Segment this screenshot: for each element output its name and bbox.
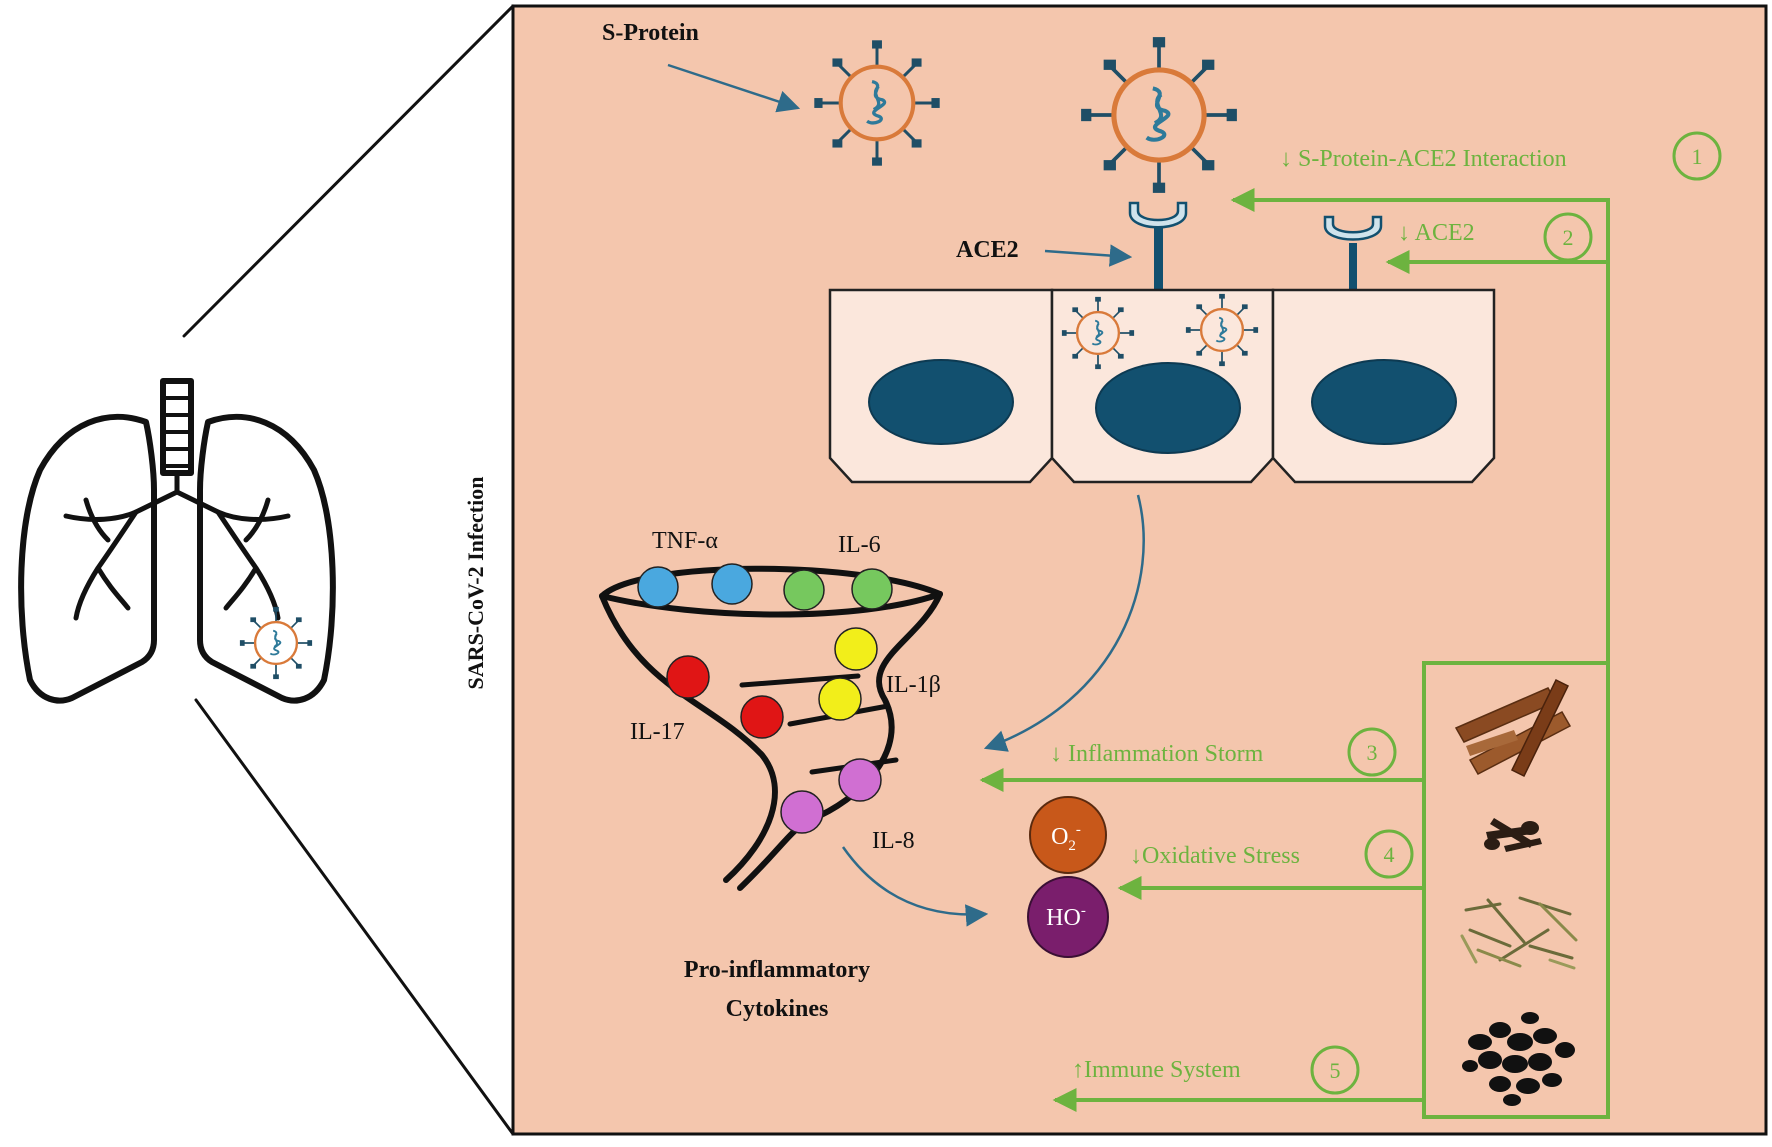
effect-item-2: ↓ ACE2 2 [1398,212,1593,262]
ace2-receptor-icon [1128,201,1188,290]
il1b-label: IL-1β [886,672,941,698]
effect-number-badge-3 [1347,727,1397,777]
clove-herb-icon [1484,818,1542,852]
infection-label: SARS-CoV-2 Infection [463,477,488,690]
s-protein-arrow [667,63,801,113]
il17-label: IL-17 [630,719,685,745]
effect-number-badge-2 [1543,212,1593,262]
ace2-arrow [1044,244,1133,267]
il8-label: IL-8 [872,828,915,854]
caption-line2: Cytokines [726,996,829,1022]
effect-item-4: ↓Oxidative Stress 4 [1130,829,1414,879]
ace2-label: ACE2 [956,237,1019,263]
hydroxyl-badge [1027,876,1109,958]
cell-to-cytokine-arrow [983,494,1145,752]
effect-text-5: ↑Immune System [1072,1057,1241,1083]
effect-text-3: ↓ Inflammation Storm [1050,741,1264,767]
effect-number-badge-4 [1364,829,1414,879]
effect-item-1: ↓ S-Protein-ACE2 Interaction 1 [1280,131,1722,181]
cell-nucleus [868,359,1457,454]
effect-number-3: 3 [1367,740,1378,765]
caption-line1: Pro-inflammatory [684,957,870,983]
effect-number-5: 5 [1330,1058,1341,1083]
effect-text-4: ↓Oxidative Stress [1130,843,1300,869]
s-protein-label: S-Protein [602,20,699,46]
effect-text-1: ↓ S-Protein-ACE2 Interaction [1280,146,1567,172]
effect-text-2: ↓ ACE2 [1398,220,1475,246]
dried-herb-icon [1460,896,1578,970]
effect-number-4: 4 [1384,842,1395,867]
green-pathway-lines [979,188,1610,1119]
superoxide-badge [1029,796,1107,874]
effect-number-badge-1 [1672,131,1722,181]
cytokine-balls [637,563,893,834]
effect-item-5: ↑Immune System 5 [1072,1045,1360,1095]
ace2-receptor-icon [1323,215,1383,290]
lungs-icon [18,4,515,1136]
hydroxyl-label: HO- [1046,903,1086,931]
effect-number-badge-5 [1310,1045,1360,1095]
virus-icon [238,605,314,681]
superoxide-label: O2- [1051,822,1081,854]
cinnamon-herb-icon [1454,678,1572,778]
tnf-alpha-label: TNF-α [652,528,718,554]
effect-number-1: 1 [1692,144,1703,169]
effect-item-3: ↓ Inflammation Storm 3 [1050,727,1397,777]
cytokine-to-radical-arrow [841,846,989,927]
effect-number-2: 2 [1563,225,1574,250]
black-seed-icon [1462,1012,1575,1106]
il6-label: IL-6 [838,532,881,558]
